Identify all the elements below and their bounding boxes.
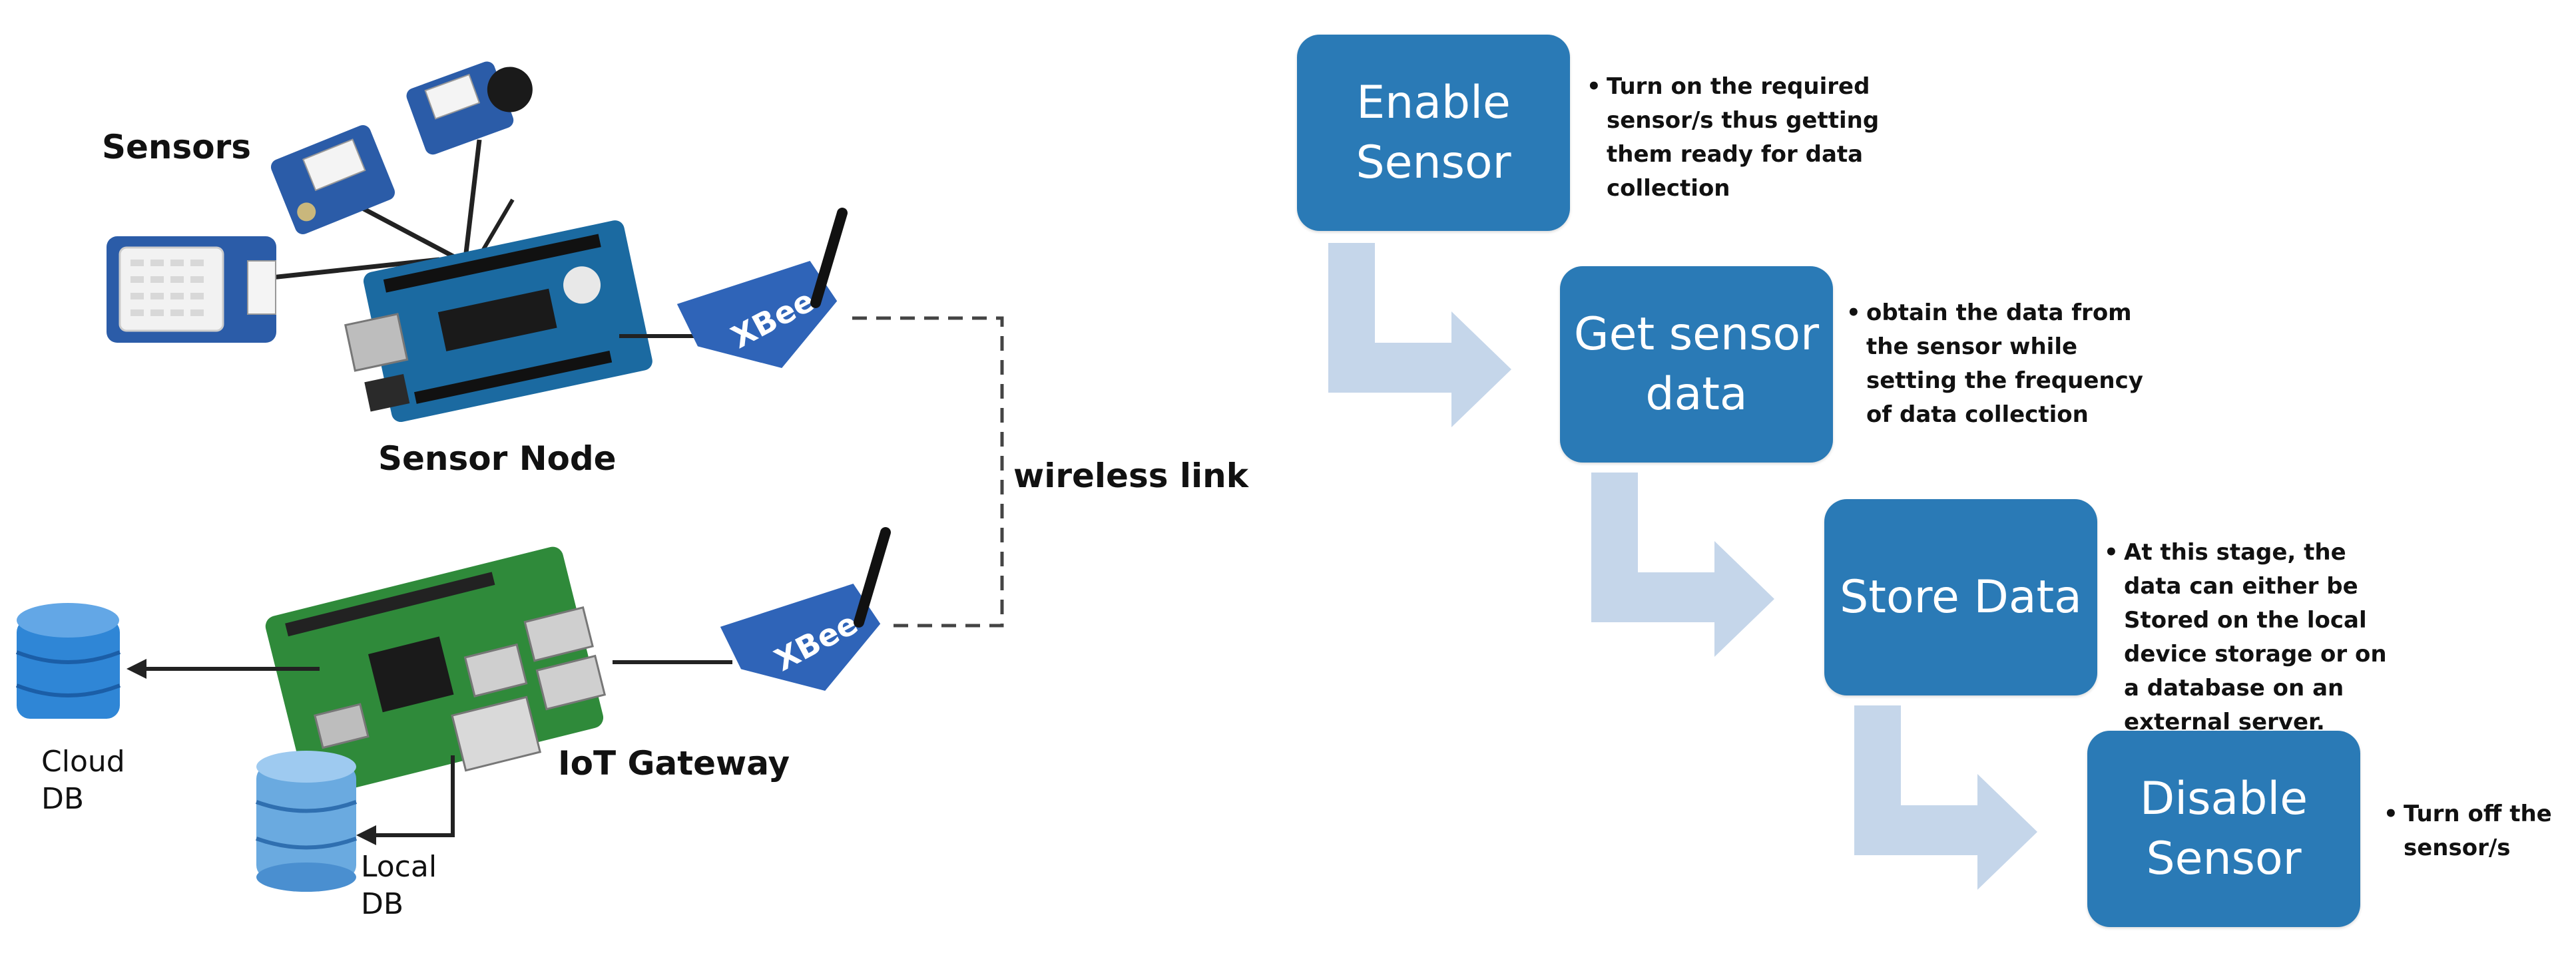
- antenna-bottom-icon: [854, 527, 891, 628]
- sound-sensor-icon: [406, 61, 533, 155]
- step-disable-sensor: Disable Sensor: [2087, 731, 2360, 927]
- antenna-top-icon: [810, 208, 848, 308]
- link-pi-local: [370, 755, 455, 837]
- flow-arrow-1: [1328, 243, 1511, 427]
- light-sensor-icon: [270, 125, 395, 234]
- cloud-db-label: Cloud DB: [41, 745, 125, 816]
- bullet-icon: •: [1587, 73, 1601, 100]
- wire-sound-sensor-2: [477, 198, 515, 258]
- iot-gateway-label: IoT Gateway: [558, 744, 790, 783]
- arrowhead-cloud: [127, 659, 146, 679]
- flow-arrow-3: [1854, 705, 2037, 890]
- note-enable-sensor: • Turn on the required sensor/s thus get…: [1587, 70, 1880, 206]
- bullet-icon: •: [1846, 299, 1861, 326]
- step-disable-sensor-title: Disable Sensor: [2139, 772, 2308, 885]
- step-store-data: Store Data: [1824, 499, 2097, 695]
- note-disable-sensor: • Turn off the sensor/s: [2384, 797, 2570, 865]
- bullet-icon: •: [2384, 801, 2398, 827]
- local-db-label: Local DB: [361, 850, 437, 921]
- wire-sound-sensor: [463, 139, 482, 254]
- step-get-sensor-data: Get sensor data: [1560, 266, 1833, 463]
- step-enable-sensor-title: Enable Sensor: [1356, 76, 1511, 189]
- sensors-label: Sensors: [102, 128, 252, 166]
- cloud-db-icon: [15, 603, 121, 719]
- flow-arrow-2: [1591, 473, 1774, 657]
- bullet-icon: •: [2104, 539, 2119, 566]
- arrowhead-local: [356, 825, 376, 845]
- note-get-sensor-data: • obtain the data from the sensor while …: [1846, 296, 2166, 432]
- raspberry-pi-icon: [265, 546, 607, 797]
- wireless-link-line: [852, 316, 1004, 628]
- wire-temp-sensor: [252, 257, 440, 282]
- local-db-icon: [255, 751, 358, 892]
- hardware-diagram: XBee XBee: [15, 61, 1004, 892]
- wireless-link-label: wireless link: [1013, 457, 1249, 495]
- sensor-node-label: Sensor Node: [378, 439, 617, 478]
- step-store-data-title: Store Data: [1840, 570, 2082, 624]
- step-get-sensor-data-title: Get sensor data: [1573, 307, 1820, 421]
- temperature-sensor-icon: [107, 236, 276, 343]
- arduino-board-icon: [344, 220, 652, 423]
- note-store-data: • At this stage, the data can either be …: [2104, 536, 2390, 739]
- step-enable-sensor: Enable Sensor: [1297, 35, 1570, 231]
